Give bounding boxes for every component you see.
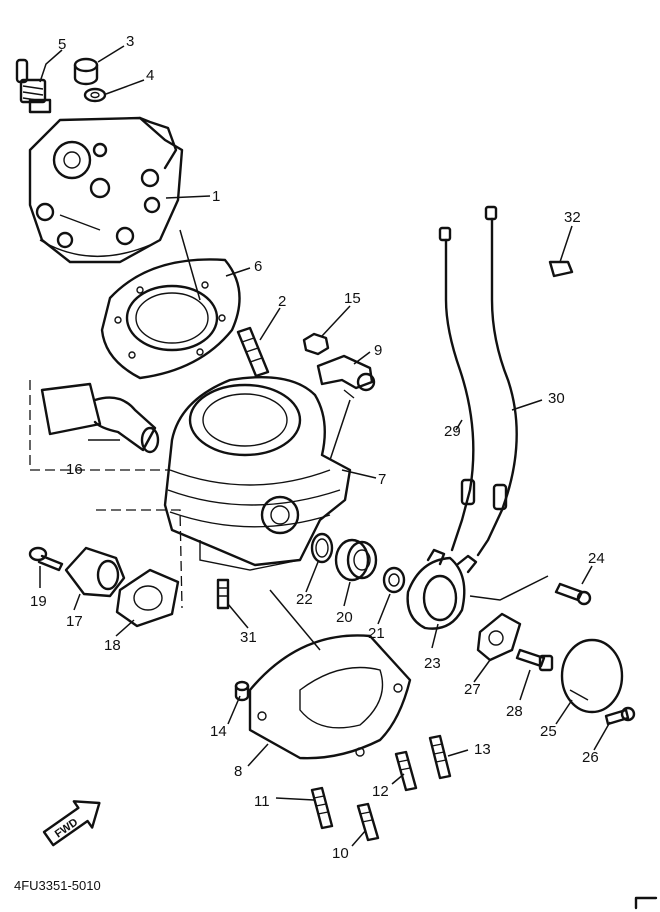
head-gasket xyxy=(100,258,241,380)
o-ring xyxy=(310,532,334,564)
callout-32: 32 xyxy=(564,209,581,226)
joint xyxy=(334,538,378,582)
callout-12: 12 xyxy=(372,783,389,800)
bolt xyxy=(554,582,592,606)
callout-21: 21 xyxy=(368,625,385,642)
cable xyxy=(438,226,476,552)
callout-9: 9 xyxy=(374,342,382,359)
cover xyxy=(560,638,624,714)
callout-8: 8 xyxy=(234,763,242,780)
exhaust-joint xyxy=(40,382,160,454)
callout-11: 11 xyxy=(254,793,270,810)
callout-23: 23 xyxy=(424,655,441,672)
callout-29: 29 xyxy=(444,423,461,440)
drawing-code: 4FU3351-5010 xyxy=(14,878,101,893)
cylinder-head xyxy=(28,116,184,264)
callout-17: 17 xyxy=(66,613,83,630)
seal xyxy=(382,566,406,594)
bolt xyxy=(28,546,64,572)
callout-10: 10 xyxy=(332,845,349,862)
stud-bolt xyxy=(394,750,418,792)
callout-18: 18 xyxy=(104,637,121,654)
callout-19: 19 xyxy=(30,593,47,610)
cylinder xyxy=(163,375,352,571)
callout-15: 15 xyxy=(344,290,361,307)
callout-16: 16 xyxy=(66,461,83,478)
fwd-arrow-icon: FWD xyxy=(42,800,101,847)
callout-22: 22 xyxy=(296,591,313,608)
callout-31: 31 xyxy=(240,629,257,646)
stud-bolt xyxy=(356,802,380,842)
reference-line xyxy=(29,380,170,471)
stud-bolt xyxy=(216,578,230,610)
reference-line xyxy=(329,399,351,461)
callout-5: 5 xyxy=(58,36,66,53)
callout-13: 13 xyxy=(474,741,491,758)
callout-30: 30 xyxy=(548,390,565,407)
nut xyxy=(302,332,330,356)
cap xyxy=(73,57,99,86)
callout-labels: 5 3 4 1 6 2 15 9 7 16 19 17 18 31 22 20 … xyxy=(30,33,605,862)
reference-line xyxy=(469,575,549,601)
valve-housing xyxy=(406,548,478,630)
reference-line xyxy=(179,229,201,301)
callout-14: 14 xyxy=(210,723,227,740)
callout-7: 7 xyxy=(378,471,386,488)
bolt xyxy=(515,648,554,672)
reference-line xyxy=(269,589,321,651)
pulley xyxy=(476,612,522,662)
callout-4: 4 xyxy=(146,67,154,84)
bolt xyxy=(604,706,636,726)
cable xyxy=(476,205,518,557)
stud-bolt xyxy=(310,786,334,830)
callout-20: 20 xyxy=(336,609,353,626)
washer xyxy=(83,87,107,103)
callout-6: 6 xyxy=(254,258,262,275)
spark-plug xyxy=(15,58,52,114)
cover xyxy=(64,546,126,598)
stud-bolt xyxy=(236,326,270,378)
dowel-pin xyxy=(234,680,250,702)
callout-24: 24 xyxy=(588,550,605,567)
clamp xyxy=(548,260,574,278)
callout-1: 1 xyxy=(212,188,220,205)
callout-28: 28 xyxy=(506,703,523,720)
stud-bolt xyxy=(428,734,452,780)
base-gasket xyxy=(248,634,412,760)
callout-3: 3 xyxy=(126,33,134,50)
callout-2: 2 xyxy=(278,293,286,310)
corner-mark xyxy=(634,896,658,910)
callout-27: 27 xyxy=(464,681,481,698)
reference-line xyxy=(96,509,183,609)
gasket xyxy=(115,568,180,628)
bracket xyxy=(316,354,376,399)
callout-25: 25 xyxy=(540,723,557,740)
callout-26: 26 xyxy=(582,749,599,766)
callout-leaders xyxy=(39,45,611,847)
